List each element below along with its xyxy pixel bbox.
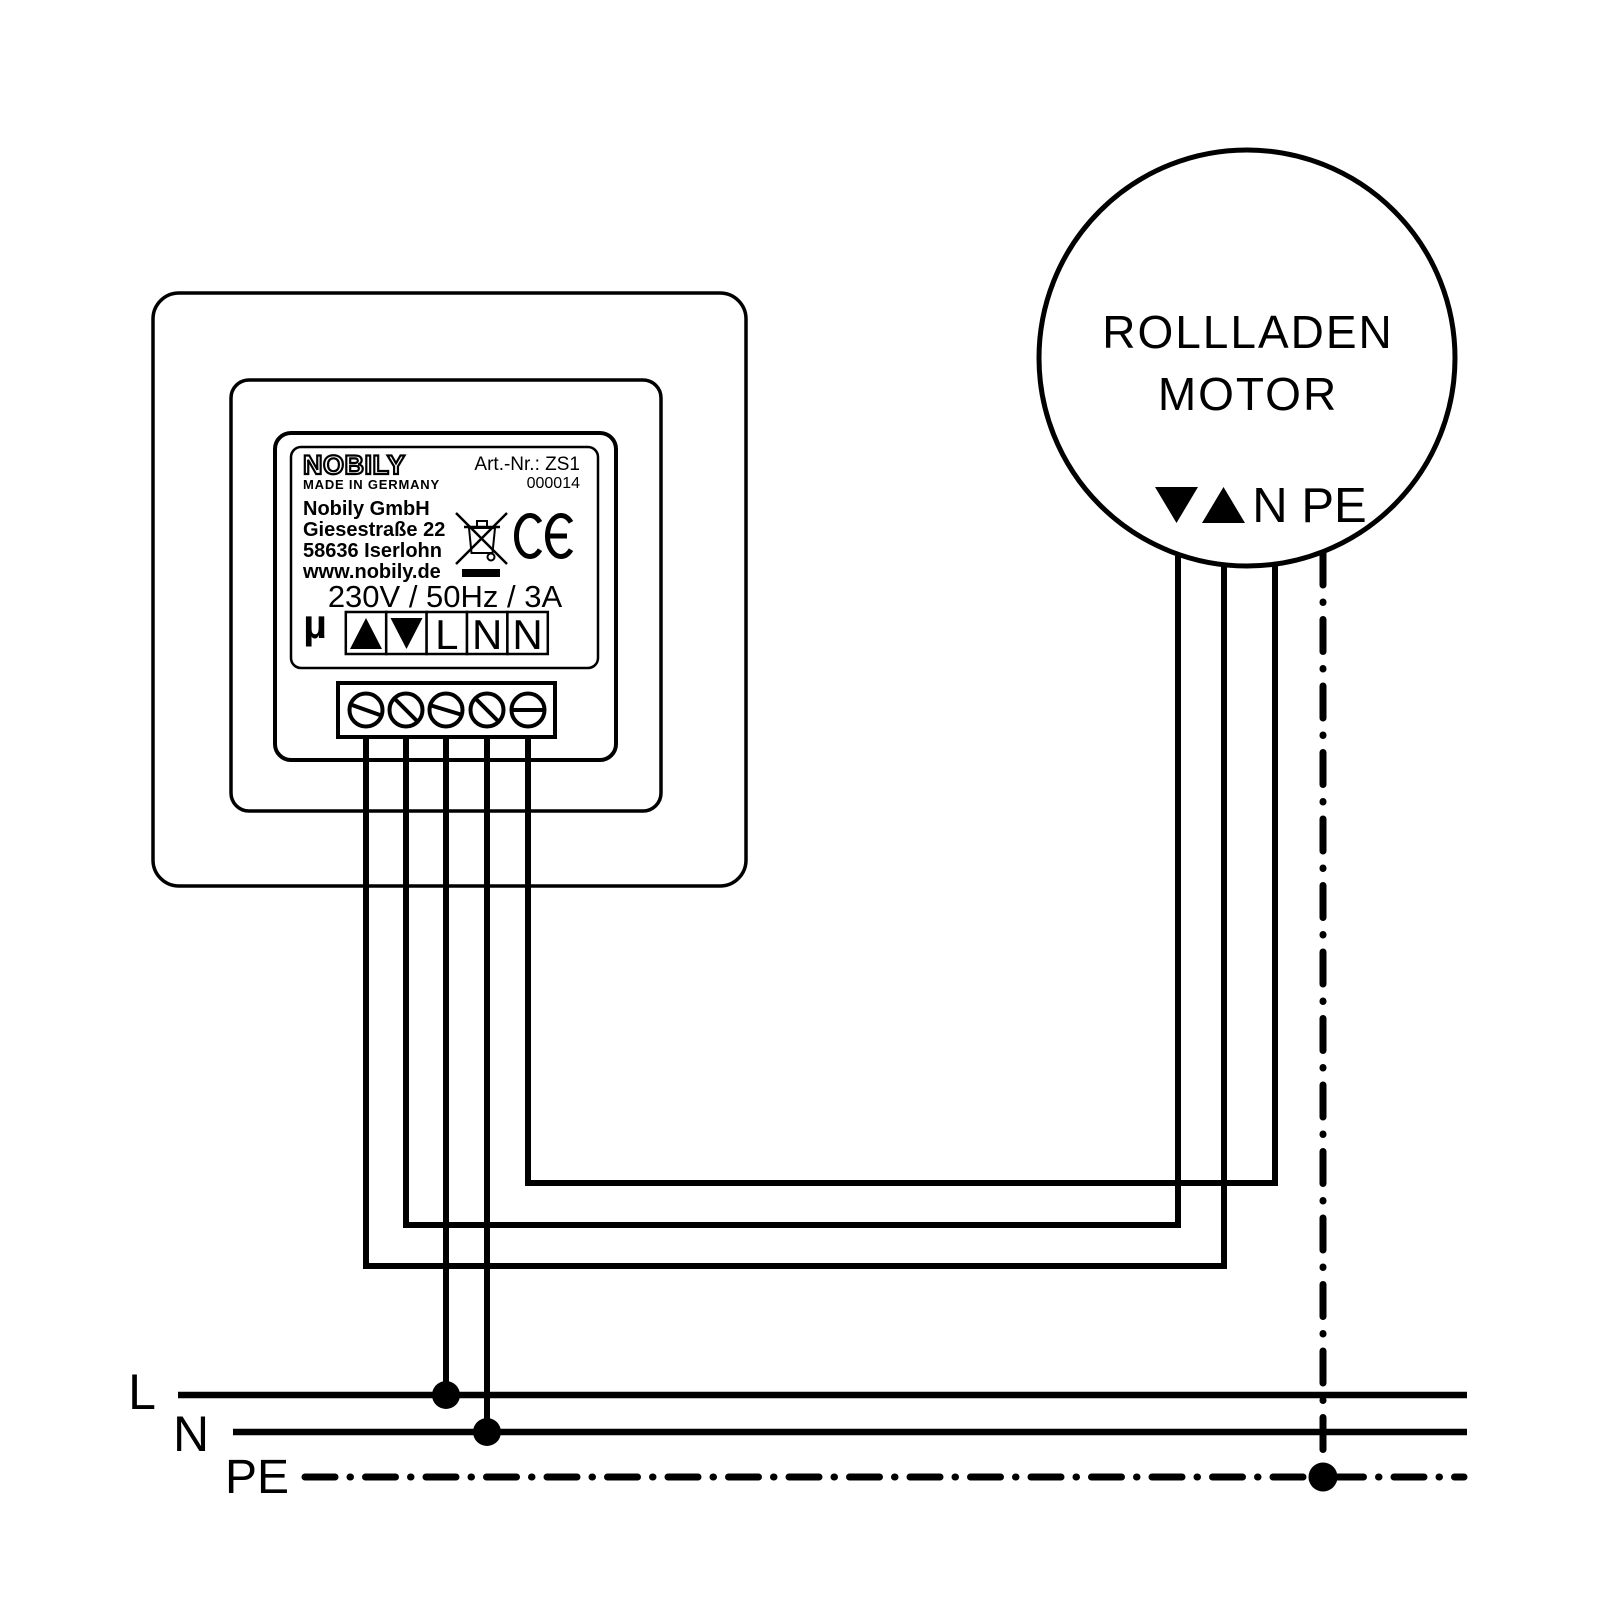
screw-1-slot [350,702,382,718]
address-line-4: www.nobily.de [302,561,441,583]
terminal-letter-n2: N [512,611,542,658]
motor-circle [1036,147,1458,569]
bus-label-n: N [173,1406,209,1462]
weee-bin-icon [455,512,508,577]
terminal-letter-n1: N [472,611,502,658]
junction-dot-l [432,1381,460,1409]
screw-2-slot [393,697,419,723]
article-number: Art.-Nr.: ZS1 [474,454,580,475]
terminal-letter-l: L [435,611,458,658]
address-line-1: Nobily GmbH [303,498,430,520]
screw-4-slot [474,697,500,723]
rating-text: 230V / 50Hz / 3A [328,579,563,614]
weee-bar [462,569,500,577]
ce-mark-icon [514,513,574,559]
motor-name-line2: MOTOR [1158,368,1338,420]
serial-number: 000014 [527,475,580,492]
bus-label-l: L [128,1364,156,1420]
motor-up-triangle-icon [1202,487,1245,523]
motor-terminal-n: N [1252,479,1287,533]
junction-dot-pe [1308,1462,1338,1492]
junction-dot-n [473,1418,501,1446]
terminal-box-l [425,610,469,656]
weee-cross-2 [455,512,508,565]
terminal-screws [347,691,547,729]
wire-down [403,556,1181,1228]
mu-symbol: µ [303,601,327,647]
motor-down-triangle-icon [1155,487,1198,523]
brand-logo: NOBILY [303,450,406,480]
ce-letter-e-arc [545,513,574,559]
terminal-label-row: L N N [344,610,550,658]
motor-name-line1: ROLLLADEN [1102,306,1394,358]
weee-wheel [486,552,496,562]
address-line-2: Giesestraße 22 [303,519,445,541]
made-in-text: MADE IN GERMANY [303,477,440,492]
motor-terminal-row: N PE [1155,479,1367,533]
bus-label-pe: PE [225,1451,289,1504]
terminal-box-n2 [506,610,550,656]
down-triangle-icon [390,618,423,649]
wire-up [363,566,1227,1269]
motor-terminal-pe: PE [1301,479,1366,533]
up-triangle-icon [350,618,382,649]
address-line-3: 58636 Iserlohn [303,540,442,562]
wire-motor-n [525,565,1278,1186]
screw-3-slot [430,703,462,717]
wires [363,556,1278,1432]
terminal-box-n1 [465,610,509,656]
ce-letter-c [514,513,543,559]
